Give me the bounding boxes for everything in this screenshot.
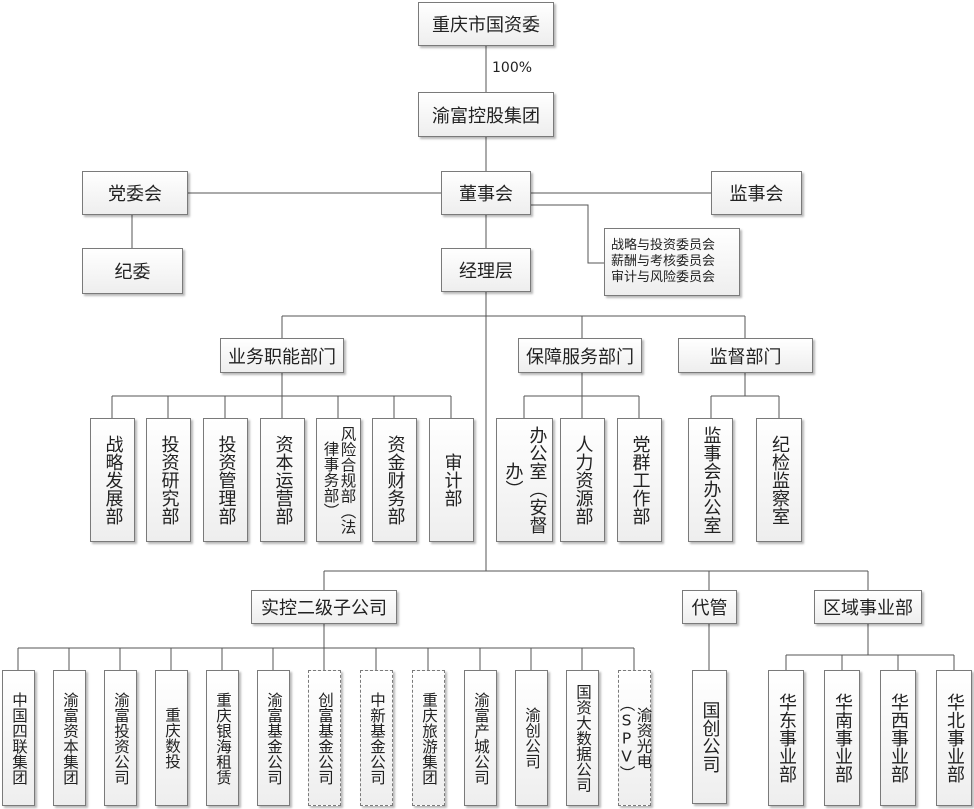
region-north: 华北事业部 [936, 670, 972, 806]
sub-yufu-fund: 渝富基金公司 [257, 670, 290, 806]
sub-chuangfu-fund: 创富基金公司 [308, 670, 341, 806]
node-board: 董事会 [441, 171, 531, 215]
node-regional: 区域事业部 [814, 590, 922, 624]
node-board-committees: 战略与投资委员会 薪酬与考核委员会 审计与风险委员会 [604, 228, 740, 296]
dept-capital-operations: 资本运营部 [260, 418, 305, 542]
region-west: 华西事业部 [880, 670, 916, 806]
dept-discipline-inspection: 纪检监察室 [756, 418, 802, 542]
dept-party-affairs: 党群工作部 [617, 418, 662, 542]
dept-investment-management: 投资管理部 [203, 418, 248, 542]
node-supervision-depts: 监督部门 [678, 338, 813, 373]
dept-audit: 审计部 [429, 418, 474, 542]
dept-risk-compliance: 风险合规部（法律事务部） [316, 418, 361, 542]
node-group: 渝富控股集团 [418, 92, 554, 137]
node-business-depts: 业务职能部门 [220, 338, 344, 373]
node-support-depts: 保障服务部门 [518, 338, 642, 373]
sub-sasac-bigdata: 国资大数据公司 [566, 670, 599, 806]
sub-yufu-investment: 渝富投资公司 [104, 670, 137, 806]
sub-cq-yinhai-leasing: 重庆银海租赁 [206, 670, 239, 806]
committee-audit: 审计与风险委员会 [611, 270, 716, 285]
committee-strategy: 战略与投资委员会 [611, 238, 716, 253]
dept-investment-research: 投资研究部 [146, 418, 191, 542]
sub-yufu-capital: 渝富资本集团 [53, 670, 86, 806]
dept-supervisory-office: 监事会办公室 [688, 418, 733, 542]
node-supervisory-board: 监事会 [711, 171, 802, 215]
ownership-label: 100% [492, 60, 533, 76]
sub-cq-digital: 重庆数投 [155, 670, 188, 806]
managed-guochuang: 国创公司 [692, 670, 727, 804]
node-management: 经理层 [441, 248, 531, 292]
sub-cq-tourism: 重庆旅游集团 [412, 670, 445, 806]
node-subsidiaries: 实控二级子公司 [251, 590, 397, 624]
dept-office: 办公室（安督办） [496, 418, 553, 542]
dept-human-resources: 人力资源部 [560, 418, 605, 542]
node-discipline-committee: 纪委 [82, 248, 183, 294]
dept-strategy: 战略发展部 [90, 418, 135, 542]
dept-finance: 资金财务部 [372, 418, 417, 542]
node-managed: 代管 [682, 590, 737, 624]
sub-yufu-chancheng: 渝富产城公司 [464, 670, 497, 806]
node-party-committee: 党委会 [82, 171, 188, 215]
node-sasac: 重庆市国资委 [418, 2, 554, 46]
sub-cq-silian: 中国四联集团 [2, 670, 35, 806]
sub-zhongxin-fund: 中新基金公司 [360, 670, 393, 806]
region-east: 华东事业部 [768, 670, 804, 806]
region-south: 华南事业部 [824, 670, 860, 806]
sub-yuchuang: 渝创公司 [515, 670, 548, 806]
committee-compensation: 薪酬与考核委员会 [611, 254, 716, 269]
sub-yuzi-optoelectronics: 渝资光电（SPV） [618, 670, 653, 806]
